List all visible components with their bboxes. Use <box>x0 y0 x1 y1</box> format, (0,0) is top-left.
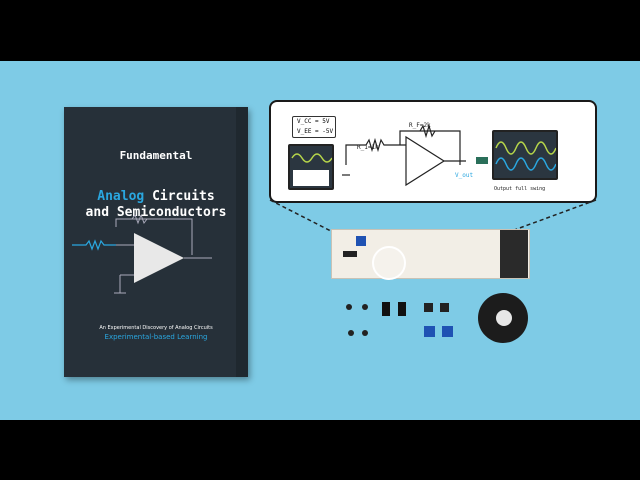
book-spine <box>236 107 248 377</box>
transistor-part <box>348 330 354 336</box>
book-title-line1: Fundamental <box>119 149 193 162</box>
supply-box: V_CC = 5V V_EE = -5V <box>292 116 336 138</box>
input-wave <box>291 153 332 163</box>
vcc-label: V_CC = 5V <box>297 118 330 125</box>
transistor-part <box>362 304 368 310</box>
ic-on-board <box>343 251 357 257</box>
book-opamp-illustration <box>72 215 212 294</box>
opamp-schematic <box>342 123 488 187</box>
book-cover: Fundamental Analog Circuits and Semicond… <box>64 107 248 377</box>
vee-label: V_EE = -5V <box>297 128 334 135</box>
transistor-part <box>362 330 368 336</box>
ic-part <box>424 303 433 312</box>
capacitor-part <box>382 302 390 316</box>
book-title-line3: and Semiconductors <box>85 205 227 220</box>
book-tagline: Experimental-based Learning <box>104 333 208 341</box>
output-waves <box>495 141 557 171</box>
rf-label: R_F=2k <box>409 122 431 129</box>
trimmer-part <box>442 326 453 337</box>
vout-label: V_out <box>455 172 474 179</box>
output-caption: Output full swing <box>494 186 546 192</box>
book-title-line2: Analog Circuits <box>64 189 248 204</box>
potentiometer-shaft <box>496 310 512 326</box>
ic-part <box>440 303 449 312</box>
letterbox-top <box>0 0 640 61</box>
book-subtitle: An Experimental Discovery of Analog Circ… <box>99 325 213 331</box>
book-title-line2-rest: Circuits <box>144 189 215 204</box>
input-oscilloscope <box>288 144 334 190</box>
microcontroller-module <box>500 230 528 278</box>
r1-label: R_1=1k <box>357 144 379 151</box>
transistor-part <box>346 304 352 310</box>
trimmer-on-board <box>356 236 366 246</box>
letterbox-bottom <box>0 420 640 480</box>
book-title-accent: Analog <box>97 189 145 204</box>
output-oscilloscope <box>492 130 558 180</box>
trimmer-part <box>424 326 435 337</box>
capacitor-part <box>398 302 406 316</box>
magnifier-circle <box>372 246 406 280</box>
